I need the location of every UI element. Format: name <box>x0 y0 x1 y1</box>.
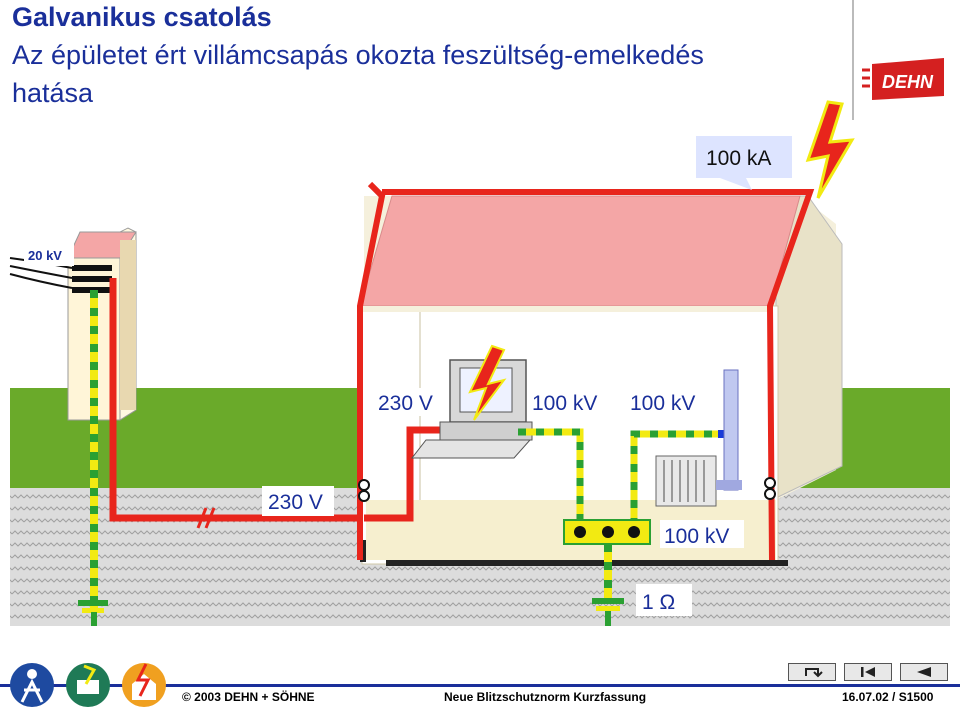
potential-ground-label: 100 kV <box>664 525 729 548</box>
mains-230-inside-label: 230 V <box>378 392 433 415</box>
connection-point-right <box>764 477 776 489</box>
title-line-2: Az épületet ért villámcsapás okozta fesz… <box>12 40 704 70</box>
internal-mains-cable <box>364 426 440 522</box>
transformer-earth-conductor <box>78 290 108 626</box>
strike-current-callout: 100 kA <box>696 136 792 190</box>
dehn-logo: DEHN <box>862 54 945 106</box>
line-voltage-label: 20 kV <box>28 248 62 263</box>
lightning-conductor <box>357 181 815 561</box>
footer-slide-id: 16.07.02 / S1500 <box>842 690 934 704</box>
footer-center-text: Neue Blitzschutznorm Kurzfassung <box>444 690 647 704</box>
logo-area <box>852 0 960 120</box>
previous-button[interactable] <box>900 663 948 681</box>
first-page-icon <box>861 667 875 677</box>
potential-label-b: 100 kV <box>630 392 695 415</box>
footer-rule <box>0 684 960 687</box>
footer-logo-icons <box>10 663 166 707</box>
computer-icon <box>410 344 533 459</box>
potential-label-a: 100 kV <box>532 392 597 415</box>
transformer-station <box>67 227 137 421</box>
first-page-button[interactable] <box>844 663 892 681</box>
footer-copyright: © 2003 DEHN + SÖHNE <box>182 690 315 704</box>
title-line-3: hatása <box>12 78 94 108</box>
radiator-icon <box>655 455 717 507</box>
mains-230-outside-label: 230 V <box>268 491 323 514</box>
water-pipe-icon <box>716 369 742 491</box>
return-button[interactable] <box>788 663 836 681</box>
strike-current-label: 100 kA <box>706 147 771 170</box>
previous-icon <box>917 667 931 677</box>
return-icon <box>805 668 823 678</box>
internal-bonding <box>518 428 736 526</box>
logo-text: DEHN <box>882 72 934 92</box>
title-line-1: Galvanikus csatolás <box>12 2 272 32</box>
equipotential-bonding-bar <box>563 519 651 626</box>
supply-cable <box>109 278 364 529</box>
earth-resistance-label: 1 Ω <box>642 591 675 614</box>
lightning-bolt-icon <box>805 100 855 199</box>
connection-point-left <box>358 479 370 491</box>
line-voltage-box <box>24 244 74 266</box>
